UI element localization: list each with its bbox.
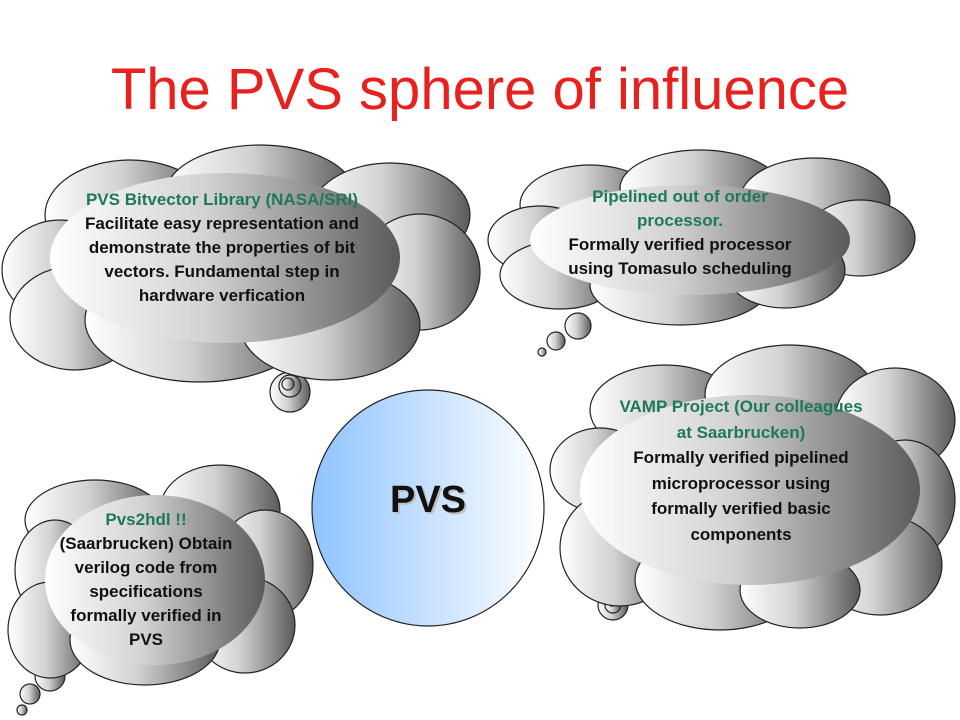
page-title: The PVS sphere of influence: [110, 57, 850, 122]
cloud-vamp-body: Formally verified pipelined microprocess…: [633, 448, 849, 544]
cloud-bitvector-heading: PVS Bitvector Library (NASA/SRI): [85, 190, 359, 209]
cloud-bitvector: [1, 144, 481, 413]
cloud-pvs2hdl-heading: Pvs2hdl !!: [105, 510, 187, 529]
cloud-pvs2hdl-text: Pvs2hdl !! (Saarbrucken) Obtain verilog …: [58, 508, 234, 652]
cloud-pipelined-text: Pipelined out of order processor. Formal…: [560, 185, 800, 281]
cloud-pvs2hdl: [7, 464, 314, 716]
cloud-vamp: [549, 344, 956, 631]
cloud-vamp-text: VAMP Project (Our colleagues at Saarbruc…: [618, 394, 864, 547]
cloud-pipelined-body: Formally verified processor using Tomasu…: [568, 235, 792, 278]
cloud-vamp-heading: VAMP Project (Our colleagues at Saarbruc…: [619, 397, 863, 442]
cloud-pvs2hdl-body: (Saarbrucken) Obtain verilog code from s…: [59, 534, 233, 649]
cloud-bitvector-text: PVS Bitvector Library (NASA/SRI) Facilit…: [72, 188, 372, 308]
cloud-pipelined-heading: Pipelined out of order processor.: [592, 187, 768, 230]
cloud-pipelined: [487, 149, 916, 357]
pvs-sphere: [311, 389, 545, 627]
pvs-sphere-label: PVS: [389, 479, 467, 521]
cloud-bitvector-body: Facilitate easy representation and demon…: [85, 214, 359, 305]
